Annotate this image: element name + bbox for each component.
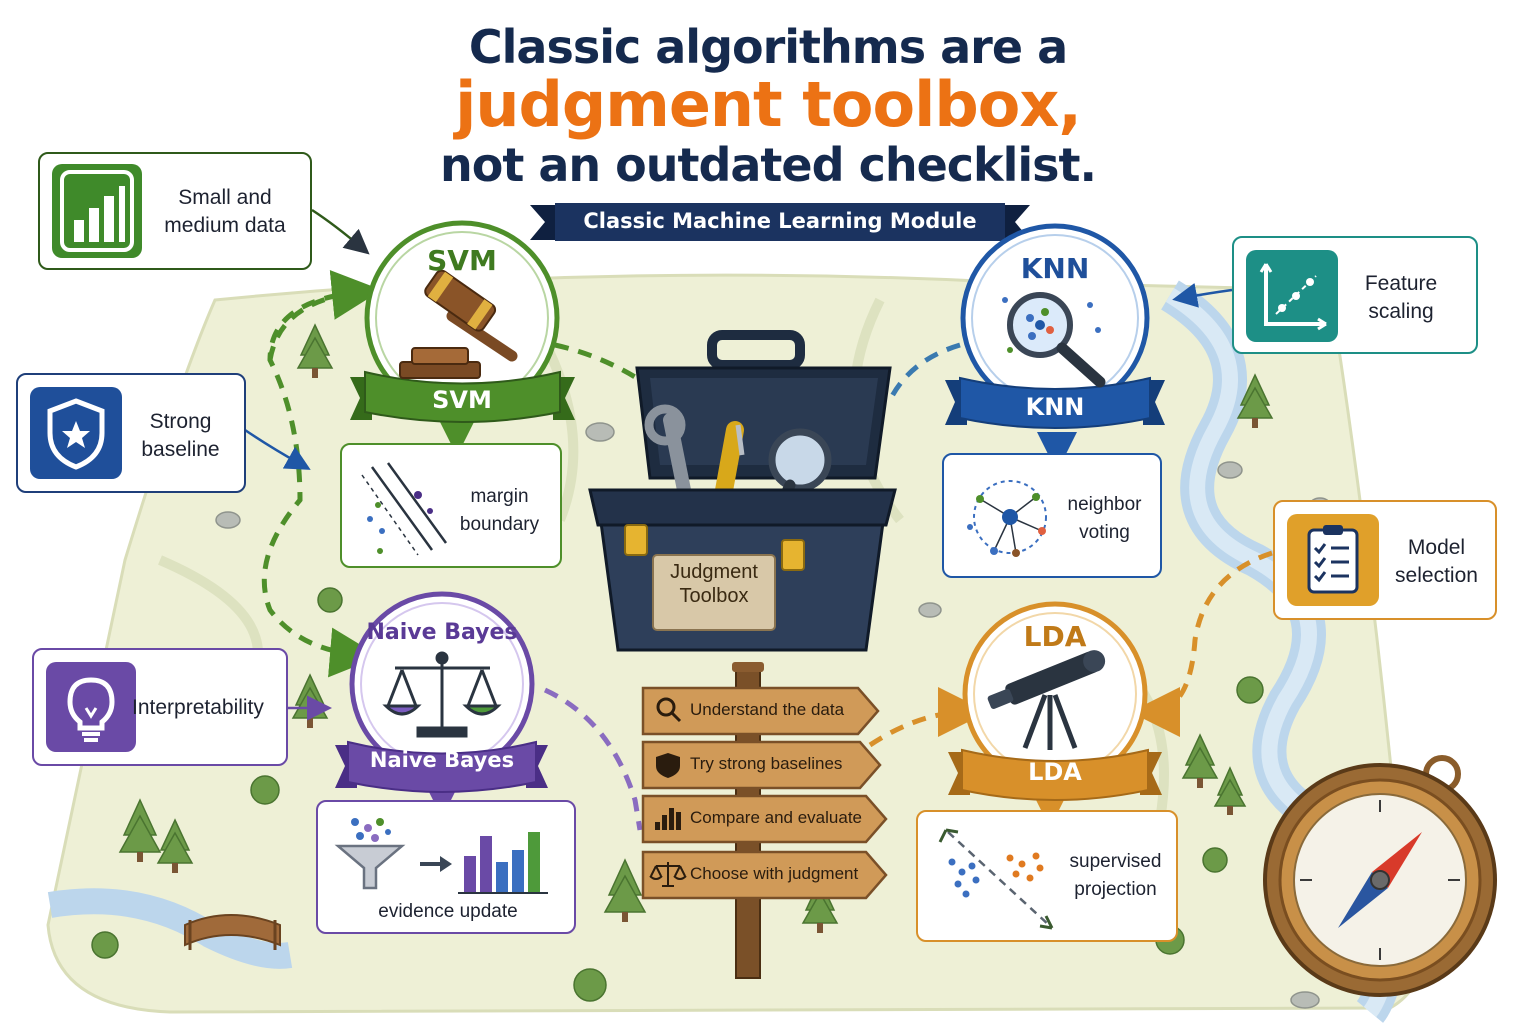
knn-node bbox=[945, 223, 1165, 429]
magnifier-icon bbox=[1002, 292, 1106, 388]
title-line-1: Classic algorithms are a bbox=[468, 20, 1068, 74]
knn-banner: KNN bbox=[1025, 393, 1085, 421]
naive-bayes-banner: Naive Bayes bbox=[369, 748, 515, 772]
sign-step-2: Try strong baselines bbox=[690, 754, 843, 773]
gavel-icon bbox=[399, 269, 518, 379]
scatter-axes-icon bbox=[1246, 250, 1338, 342]
shield-icon bbox=[656, 753, 680, 778]
telescope-icon bbox=[987, 650, 1106, 750]
sign-step-3: Compare and evaluate bbox=[690, 808, 863, 827]
search-icon bbox=[656, 697, 682, 723]
title-line-3: not an outdated checklist. bbox=[439, 138, 1097, 192]
compass-icon bbox=[1263, 755, 1497, 997]
signpost bbox=[641, 662, 888, 979]
evidence-update-icon bbox=[334, 818, 548, 894]
naive-bayes-node bbox=[335, 591, 548, 793]
clipboard-checklist-icon bbox=[1287, 514, 1379, 606]
balance-scale-icon bbox=[382, 651, 502, 738]
naive-bayes-title: Naive Bayes bbox=[366, 620, 518, 645]
sign-step-1: Understand the data bbox=[690, 700, 845, 719]
lda-banner: LDA bbox=[1028, 758, 1082, 786]
title-line-2-highlight: judgment toolbox, bbox=[455, 68, 1082, 141]
neighbor-graph-icon bbox=[967, 480, 1047, 557]
toolbox-icon bbox=[588, 330, 897, 652]
lda-node bbox=[948, 601, 1162, 801]
balance-scale-icon bbox=[649, 862, 687, 887]
svm-banner: SVM bbox=[432, 386, 492, 414]
bar-chart-icon bbox=[655, 808, 681, 830]
module-ribbon-label: Classic Machine Learning Module bbox=[583, 209, 977, 233]
bridge-icon bbox=[184, 914, 281, 950]
rocks bbox=[215, 422, 1331, 1009]
shield-icon bbox=[30, 387, 122, 479]
lda-title: LDA bbox=[1023, 620, 1087, 653]
factor-interpretability: Interpretability bbox=[32, 648, 288, 766]
svm-title: SVM bbox=[427, 244, 497, 277]
sign-step-4: Choose with judgment bbox=[690, 864, 859, 883]
naive-bayes-detail-card: evidence update bbox=[316, 800, 576, 934]
knn-title: KNN bbox=[1020, 252, 1090, 285]
title-ribbon bbox=[530, 203, 1030, 241]
naive-bayes-detail-label: evidence update bbox=[378, 901, 518, 922]
svm-node bbox=[350, 220, 575, 423]
projection-icon bbox=[938, 828, 1054, 930]
bar-chart-icon bbox=[52, 164, 142, 258]
lightbulb-icon bbox=[46, 662, 136, 752]
margin-boundary-icon bbox=[361, 462, 448, 556]
trees bbox=[91, 323, 1274, 1002]
factor-label: Interpretability bbox=[132, 696, 264, 719]
dashed-routes bbox=[261, 270, 1273, 831]
